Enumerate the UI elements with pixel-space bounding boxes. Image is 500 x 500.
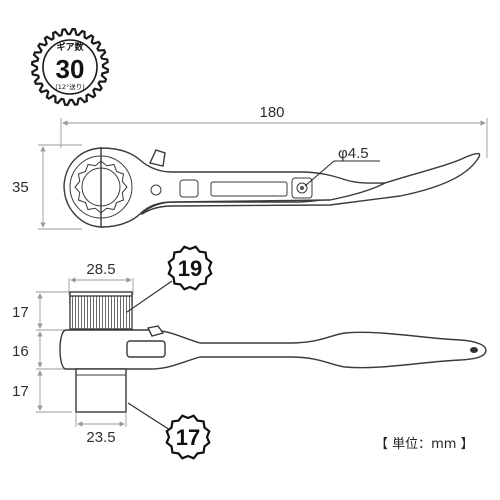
gear-inner-ring — [42, 39, 98, 95]
hole-diameter-label: φ4.5 — [338, 145, 369, 162]
height-dimension-value: 35 — [12, 179, 29, 196]
middle-height-value: 16 — [12, 343, 29, 360]
gear-count-badge: ギア数 30 (12°送り) — [30, 27, 110, 107]
upper-socket-leader — [126, 280, 173, 313]
hole-leader-line — [304, 160, 380, 187]
lower-socket-size-value: 17 — [176, 425, 200, 450]
handle-tip-hole — [470, 347, 478, 353]
lower-socket-size-badge: 17 — [127, 402, 211, 460]
pivot-circle — [150, 184, 162, 196]
lower-width-value: 23.5 — [86, 429, 115, 446]
upper-socket-size-value: 19 — [178, 256, 202, 281]
side-handle — [59, 329, 487, 370]
ring-outer — [69, 155, 133, 219]
gear-badge-count: 30 — [56, 54, 85, 84]
gear-badge-note: (12°送り) — [55, 82, 85, 91]
top-view: 180 35 φ4.5 — [12, 104, 488, 230]
lower-socket — [75, 368, 127, 413]
switch-lever — [149, 149, 166, 167]
lower-socket-leader — [127, 402, 171, 431]
side-view: 28.5 17 16 17 23.5 — [12, 261, 487, 446]
side-lever — [126, 340, 166, 358]
lower-height-value: 17 — [12, 383, 29, 400]
gear-badge-title: ギア数 — [56, 41, 84, 53]
upper-socket-knurl — [69, 295, 133, 330]
rivet-hole — [296, 182, 308, 194]
handle-slot-center — [210, 181, 288, 197]
rivet-hole-inner — [300, 186, 304, 190]
length-dimension-value: 180 — [259, 104, 284, 121]
lower-twelve-point-icon — [165, 414, 211, 460]
upper-width-value: 28.5 — [86, 261, 115, 278]
wrench-head-top — [100, 147, 386, 228]
ring-bore — [81, 167, 121, 207]
handle-slot-right — [291, 177, 313, 199]
upper-twelve-point-icon — [167, 245, 213, 291]
handle-slot-left — [179, 179, 199, 198]
unit-label: 【 単位：mm 】 — [375, 436, 474, 452]
twelve-point-ring-icon — [74, 160, 128, 214]
lever-knob — [146, 325, 165, 337]
upper-socket-size-badge: 19 — [126, 245, 213, 313]
upper-height-value: 17 — [12, 304, 29, 321]
